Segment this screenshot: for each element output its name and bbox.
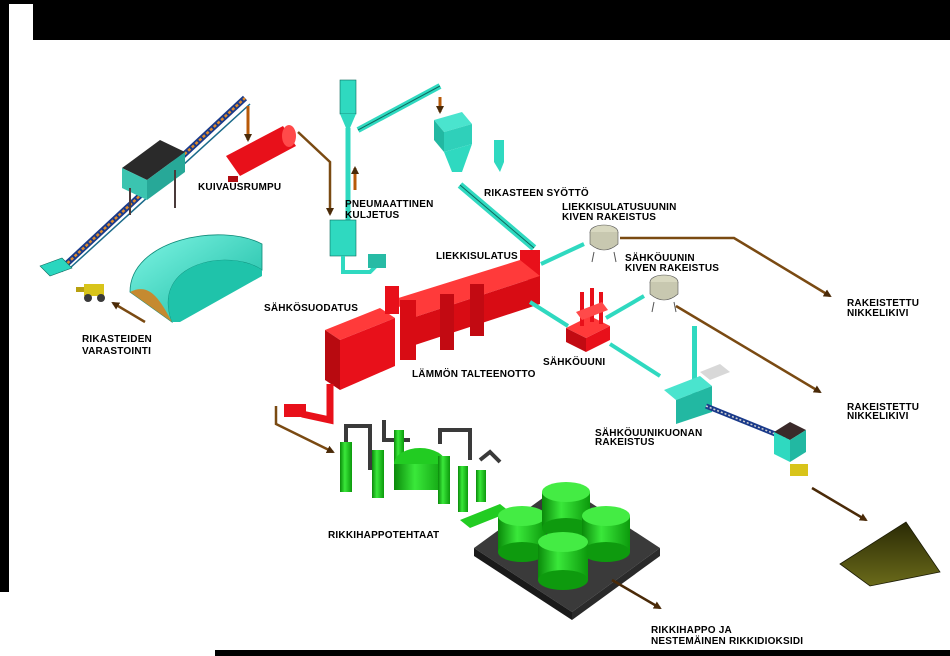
matte-arrow-1 <box>620 236 832 298</box>
label-rakeistettu-1: RAKEISTETTU <box>847 298 920 309</box>
label-kuivausrumpu: KUIVAUSRUMPU <box>198 182 282 193</box>
slag-pile-arrow <box>811 486 868 522</box>
label-liekkisulatusuunin: LIEKKISULATUSUUNIN <box>562 202 677 213</box>
label-sahkouunin: SÄHKÖUUNIN <box>625 253 695 264</box>
slag-pile <box>839 521 941 587</box>
label-nestemainen-rikkidioksidi: NESTEMÄINEN RIKKIDIOKSIDI <box>651 636 804 647</box>
drum-to-pneumatic-arrow <box>297 131 334 216</box>
drying-drum <box>226 125 296 182</box>
frame-bottom-bar <box>215 650 950 656</box>
matte-launder-1 <box>540 242 585 266</box>
acid-product-arrow <box>611 578 662 610</box>
label-sahkouunikuonan: SÄHKÖUUNIKUONAN <box>595 428 703 439</box>
label-kuljetus: KULJETUS <box>345 210 400 221</box>
feed-bin <box>434 112 504 172</box>
furnace-granulation-tank <box>649 274 679 313</box>
label-liekkisulatus: LIEKKISULATUS <box>436 251 518 262</box>
frame-top-corner <box>0 0 33 4</box>
matte-arrow-2 <box>675 304 822 394</box>
label-sahkouunin-rakeistus: KIVEN RAKEISTUS <box>625 263 720 274</box>
label-nikkelikivi-1: NIKKELIKIVI <box>847 308 909 319</box>
inclined-conveyor <box>356 83 442 133</box>
feed-conveyor <box>457 182 537 251</box>
label-rikkihappotehtaat: RIKKIHAPPOTEHTAAT <box>328 530 440 541</box>
storage-arrow <box>111 301 146 324</box>
label-rikasteiden: RIKASTEIDEN <box>82 334 152 345</box>
flue-pipe <box>284 384 334 425</box>
slag-launder <box>528 300 570 328</box>
acid-plant <box>340 420 510 528</box>
title-bar <box>33 0 950 40</box>
pneumatic-conveyor <box>329 79 386 274</box>
label-varastointi: VARASTOINTI <box>82 346 152 357</box>
label-rikkihappo-ja: RIKKIHAPPO JA <box>651 625 732 636</box>
gas-to-acid-arrow <box>274 406 335 454</box>
flash-smelter <box>392 250 540 360</box>
flash-granulation-tank <box>589 224 619 263</box>
electrostatic-precipitator <box>325 286 399 390</box>
acid-tank-farm <box>474 482 660 620</box>
label-liekkisulatusuunin-rakeistus: KIVEN RAKEISTUS <box>562 212 657 223</box>
label-kuonan-rakeistus: RAKEISTUS <box>595 437 655 448</box>
label-pneumaattinen: PNEUMAATTINEN <box>345 199 434 210</box>
label-rakeistettu-2: RAKEISTETTU <box>847 402 920 413</box>
storage-hall <box>129 234 263 324</box>
loader <box>76 284 105 302</box>
label-rikasteen-syotto: RIKASTEEN SYÖTTÖ <box>484 188 589 199</box>
label-lammon-talteenotto: LÄMMÖN TALTEENOTTO <box>412 369 536 380</box>
label-sahkouuni: SÄHKÖUUNI <box>543 357 606 368</box>
frame-left-bar <box>0 0 9 592</box>
slag-building <box>774 422 808 476</box>
slag-launder-2 <box>608 342 662 378</box>
label-sahkosuodatus: SÄHKÖSUODATUS <box>264 303 359 314</box>
hopper <box>39 257 73 277</box>
slag-granulation-plant <box>664 326 791 443</box>
label-nikkelikivi-2: NIKKELIKIVI <box>847 411 909 422</box>
matte-launder-2 <box>604 294 646 320</box>
electric-furnace <box>566 288 610 352</box>
feed-building <box>122 140 185 215</box>
